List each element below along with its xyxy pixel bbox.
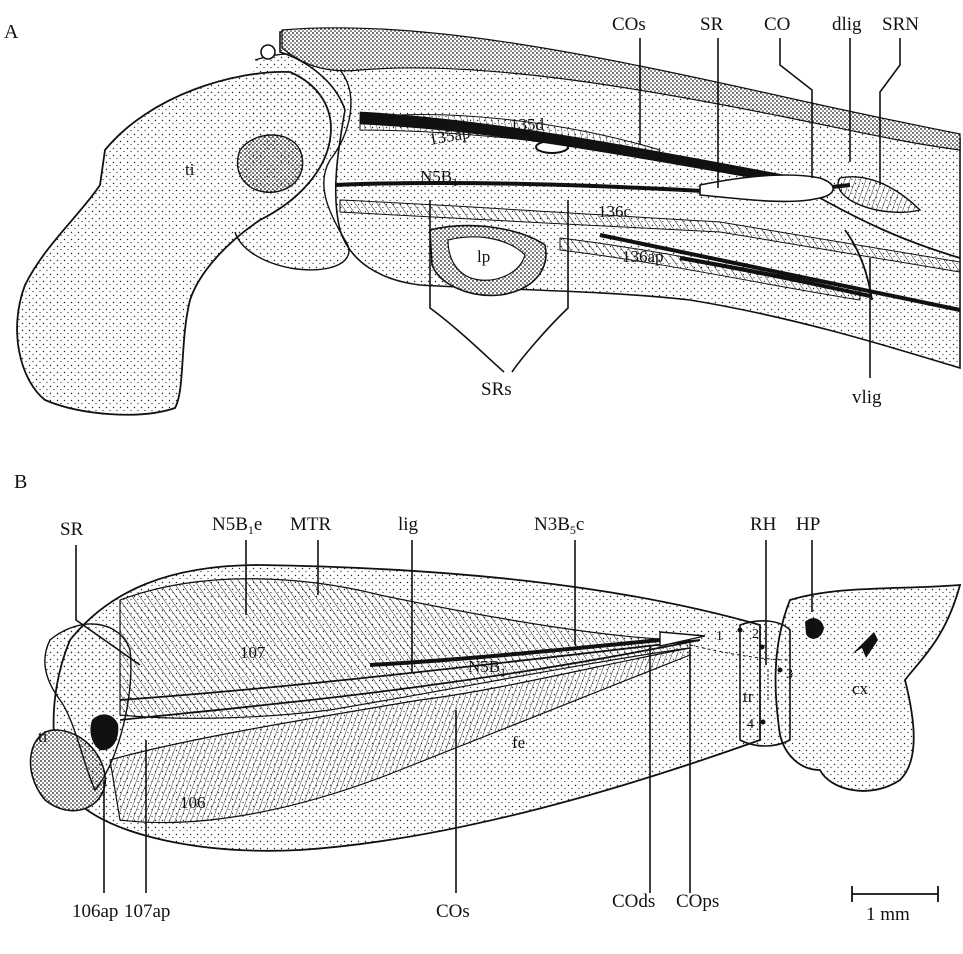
label-106ap: 106ap (72, 901, 118, 922)
label-ti-a: ti (185, 160, 195, 179)
label-cx: cx (852, 679, 869, 698)
label-tr: tr (743, 687, 754, 706)
label-mtr: MTR (290, 514, 332, 535)
label-107ap: 107ap (124, 901, 170, 922)
label-srn: SRN (882, 14, 919, 35)
hair-plate-dot-1 (738, 628, 743, 633)
label-sr-a: SR (700, 14, 724, 35)
hair-plate-dot-4 (761, 720, 766, 725)
scale-bar: 1 mm (852, 886, 938, 925)
label-136c: 136c (598, 202, 632, 221)
label-cos-a: COs (612, 14, 646, 35)
label-hair-3: 3 (786, 667, 793, 682)
label-hair-2: 2 (752, 627, 759, 642)
label-135d: 135d (510, 115, 545, 134)
hair-plate-dot-3 (778, 668, 783, 673)
panel-b: B (14, 471, 960, 925)
label-co: CO (764, 14, 790, 35)
label-cos-b: COs (436, 901, 470, 922)
label-hp: HP (796, 514, 820, 535)
label-lig: lig (398, 514, 419, 535)
label-n5b1e: N5B1e (212, 514, 262, 537)
apodeme-hook (261, 45, 275, 59)
panel-a-letter: A (4, 21, 19, 43)
label-107: 107 (240, 643, 266, 662)
label-hair-4: 4 (747, 717, 754, 732)
label-106: 106 (180, 793, 206, 812)
label-136ap: 136ap (622, 247, 664, 266)
label-rh: RH (750, 514, 777, 535)
panel-b-letter: B (14, 471, 27, 493)
label-fe: fe (512, 733, 525, 752)
label-vlig: vlig (852, 387, 882, 408)
label-lp: lp (477, 247, 490, 266)
label-dlig: dlig (832, 14, 862, 35)
panel-a: A (4, 14, 960, 415)
label-hair-1: 1 (716, 629, 723, 644)
label-ti-b: ti (38, 727, 48, 746)
label-srs: SRs (481, 379, 512, 400)
label-sr-b: SR (60, 519, 84, 540)
label-cops: COps (676, 891, 719, 912)
scale-bar-label: 1 mm (866, 904, 910, 925)
hair-plate-dot-2 (760, 645, 765, 650)
label-cods: COds (612, 891, 655, 912)
label-n3b5c: N3B5c (534, 514, 584, 537)
